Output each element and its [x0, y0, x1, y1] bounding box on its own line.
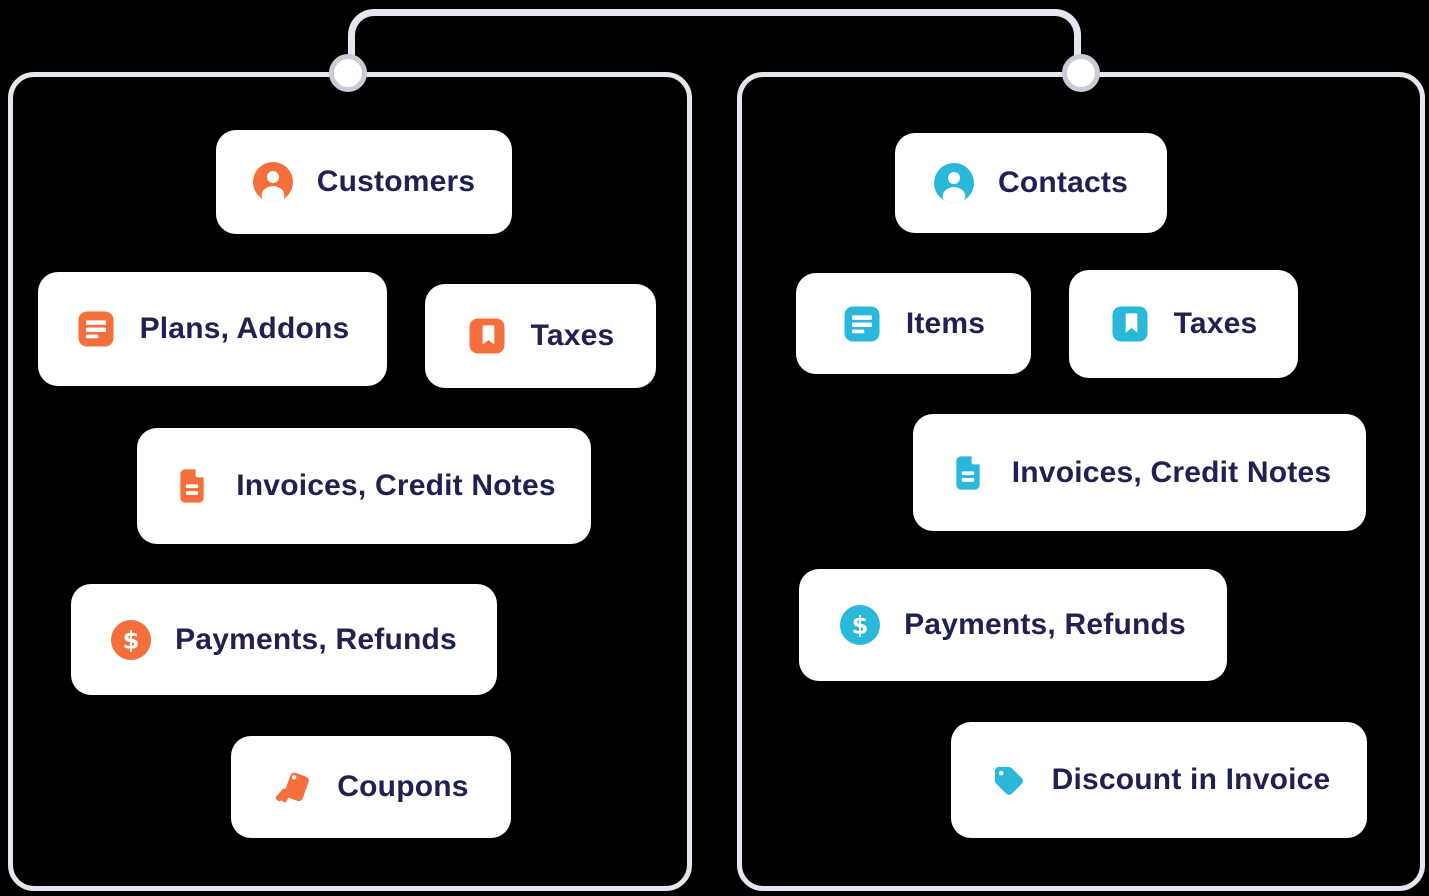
user-icon — [934, 163, 975, 203]
panel-right: Contacts Items — [737, 72, 1425, 891]
bookmark-icon — [467, 316, 507, 356]
svg-text:$: $ — [123, 626, 140, 654]
card-items: Items — [796, 273, 1031, 374]
card-customers: Customers — [216, 130, 512, 234]
card-label: Taxes — [530, 319, 615, 352]
card-coupons: Coupons — [231, 736, 511, 838]
card-label: Customers — [316, 165, 476, 198]
card-label: Taxes — [1173, 307, 1258, 340]
svg-text:$: $ — [852, 611, 869, 639]
card-payments-refunds: $ Payments, Refunds — [799, 569, 1227, 681]
price-tag-icon — [988, 760, 1028, 800]
dollar-icon: $ — [840, 605, 881, 645]
card-contacts: Contacts — [895, 133, 1167, 233]
card-label: Discount in Invoice — [1051, 763, 1331, 796]
card-invoices-credit-notes: Invoices, Credit Notes — [913, 414, 1366, 531]
user-icon — [252, 162, 293, 202]
card-label: Plans, Addons — [139, 312, 350, 345]
bookmark-icon — [1110, 304, 1150, 344]
card-taxes-left: Taxes — [425, 284, 656, 388]
card-discount-in-invoice: Discount in Invoice — [951, 722, 1367, 838]
coupon-stack-icon — [273, 767, 313, 807]
connector-bridge — [348, 9, 1081, 73]
card-label: Payments, Refunds — [175, 622, 457, 656]
card-plans-addons: Plans, Addons — [38, 272, 387, 386]
card-payments-refunds: $ Payments, Refunds — [71, 584, 497, 695]
dollar-icon: $ — [111, 619, 152, 660]
document-icon — [948, 453, 988, 493]
card-label: Payments, Refunds — [904, 608, 1186, 641]
list-icon — [842, 304, 882, 344]
list-icon — [76, 309, 116, 349]
card-label: Invoices, Credit Notes — [236, 469, 556, 502]
card-label: Contacts — [998, 166, 1128, 199]
card-invoices-credit-notes: Invoices, Credit Notes — [137, 428, 591, 544]
document-icon — [172, 466, 212, 506]
panel-left: Customers Plans, Addons — [8, 72, 692, 891]
connector-node-right — [1062, 54, 1100, 92]
connector-node-left — [329, 54, 367, 92]
card-label: Items — [905, 306, 986, 340]
card-label: Coupons — [337, 770, 469, 803]
card-taxes-right: Taxes — [1069, 270, 1298, 378]
card-label: Invoices, Credit Notes — [1011, 455, 1332, 489]
